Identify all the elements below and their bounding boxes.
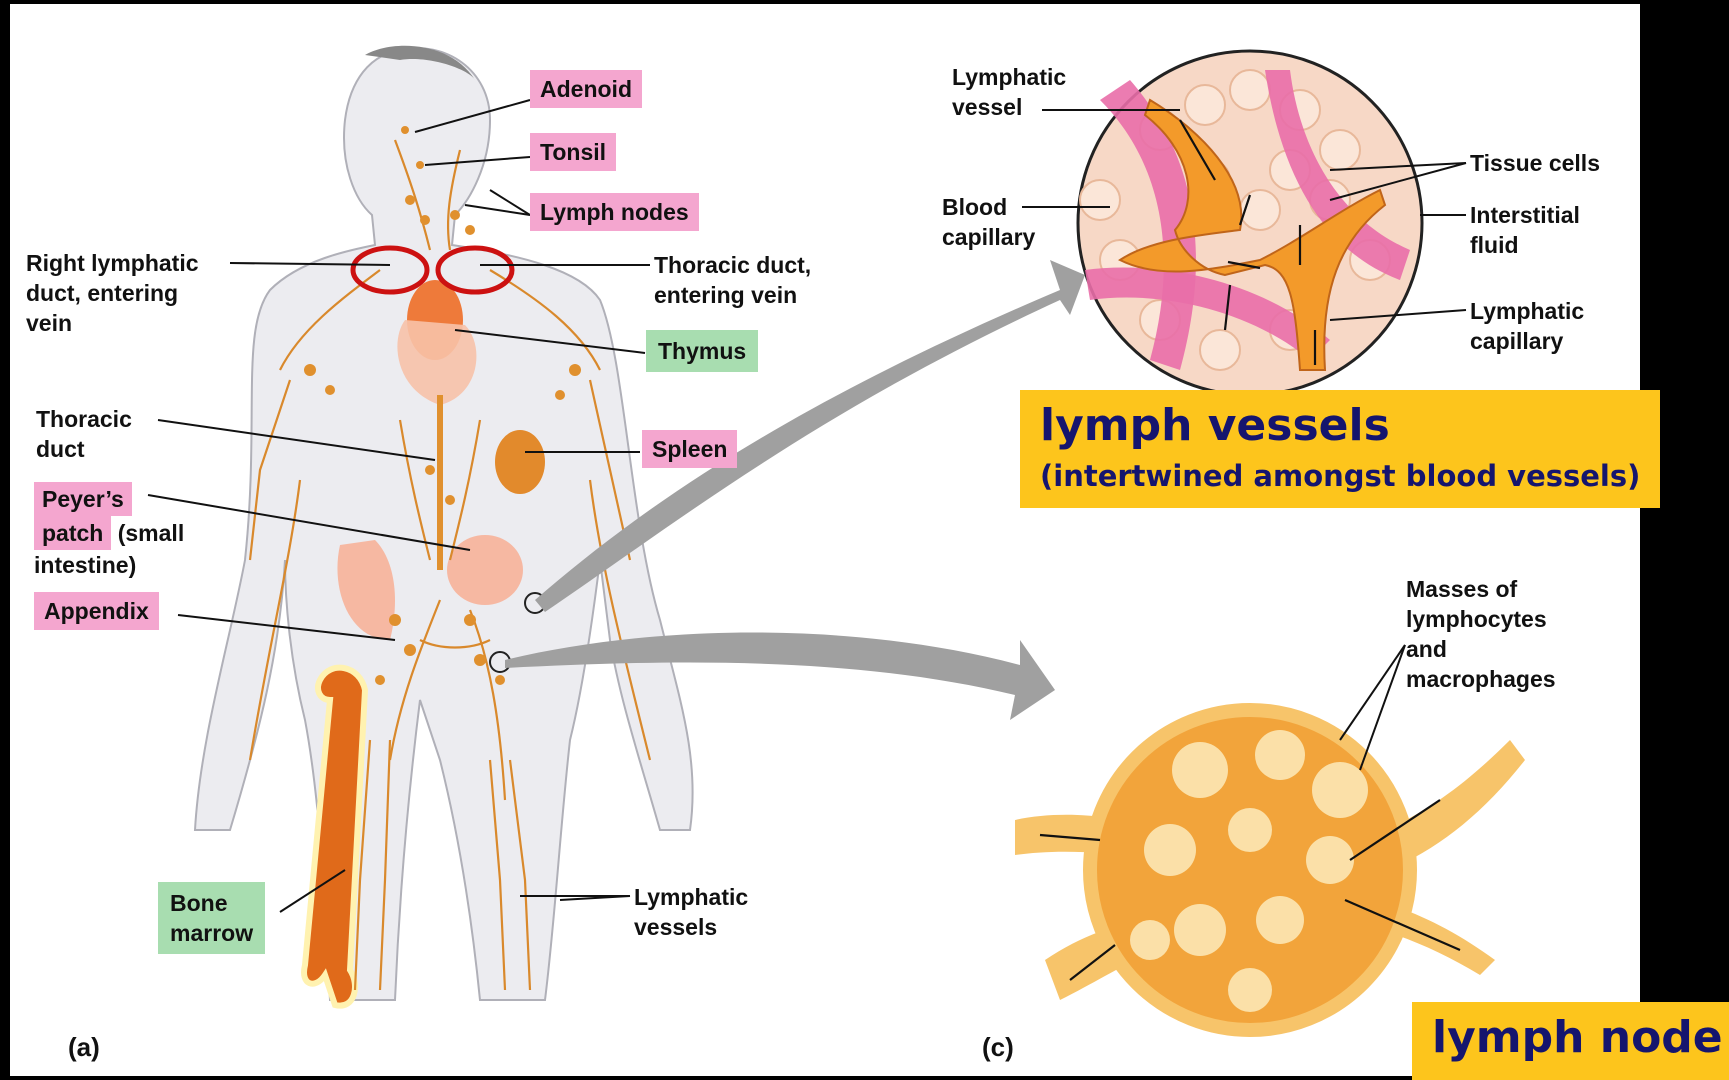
panel-label-a: (a) (68, 1032, 100, 1063)
label-lymphatic-vessels: Lymphatic vessels (634, 882, 748, 942)
small-intestine (447, 535, 523, 605)
label-thymus: Thymus (646, 330, 758, 372)
lymph-vessels-title: lymph vessels (1040, 400, 1390, 452)
label-masses-of-lymphocytes: Masses of lymphocytes and macrophages (1406, 574, 1556, 694)
panel-label-c: (c) (982, 1032, 1014, 1063)
label-thoracic-duct-entering-vein: Thoracic duct, entering vein (654, 250, 811, 310)
label-thoracic-duct: Thoracic duct (36, 404, 132, 464)
label-bone-marrow: Bone marrow (158, 882, 265, 954)
label-lymphatic-capillary: Lymphatic capillary (1470, 296, 1584, 356)
label-peyers-patch-line1: Peyer’s (34, 482, 132, 516)
lymph-node-title: lymph node (1432, 1012, 1723, 1064)
label-peyers-patch-line2: patch (34, 516, 111, 550)
label-right-lymphatic-duct: Right lymphatic duct, entering vein (26, 248, 199, 338)
spleen-organ (495, 430, 545, 494)
label-tonsil: Tonsil (530, 133, 616, 171)
label-blood-capillary: Blood capillary (942, 192, 1035, 252)
label-lymph-nodes: Lymph nodes (530, 193, 699, 231)
lymph-capillary-magnified-view (1078, 51, 1422, 395)
label-spleen: Spleen (642, 430, 737, 468)
label-adenoid: Adenoid (530, 70, 642, 108)
label-appendix: Appendix (34, 592, 159, 630)
lymph-vessels-banner: lymph vessels (intertwined amongst blood… (1020, 390, 1660, 508)
label-interstitial-fluid: Interstitial fluid (1470, 200, 1580, 260)
lymph-node-banner: lymph node (1412, 1002, 1729, 1080)
label-lymphatic-vessel: Lymphatic vessel (952, 62, 1066, 122)
label-tissue-cells: Tissue cells (1470, 148, 1600, 178)
lymph-vessels-subtitle: (intertwined amongst blood vessels) (1040, 458, 1640, 494)
